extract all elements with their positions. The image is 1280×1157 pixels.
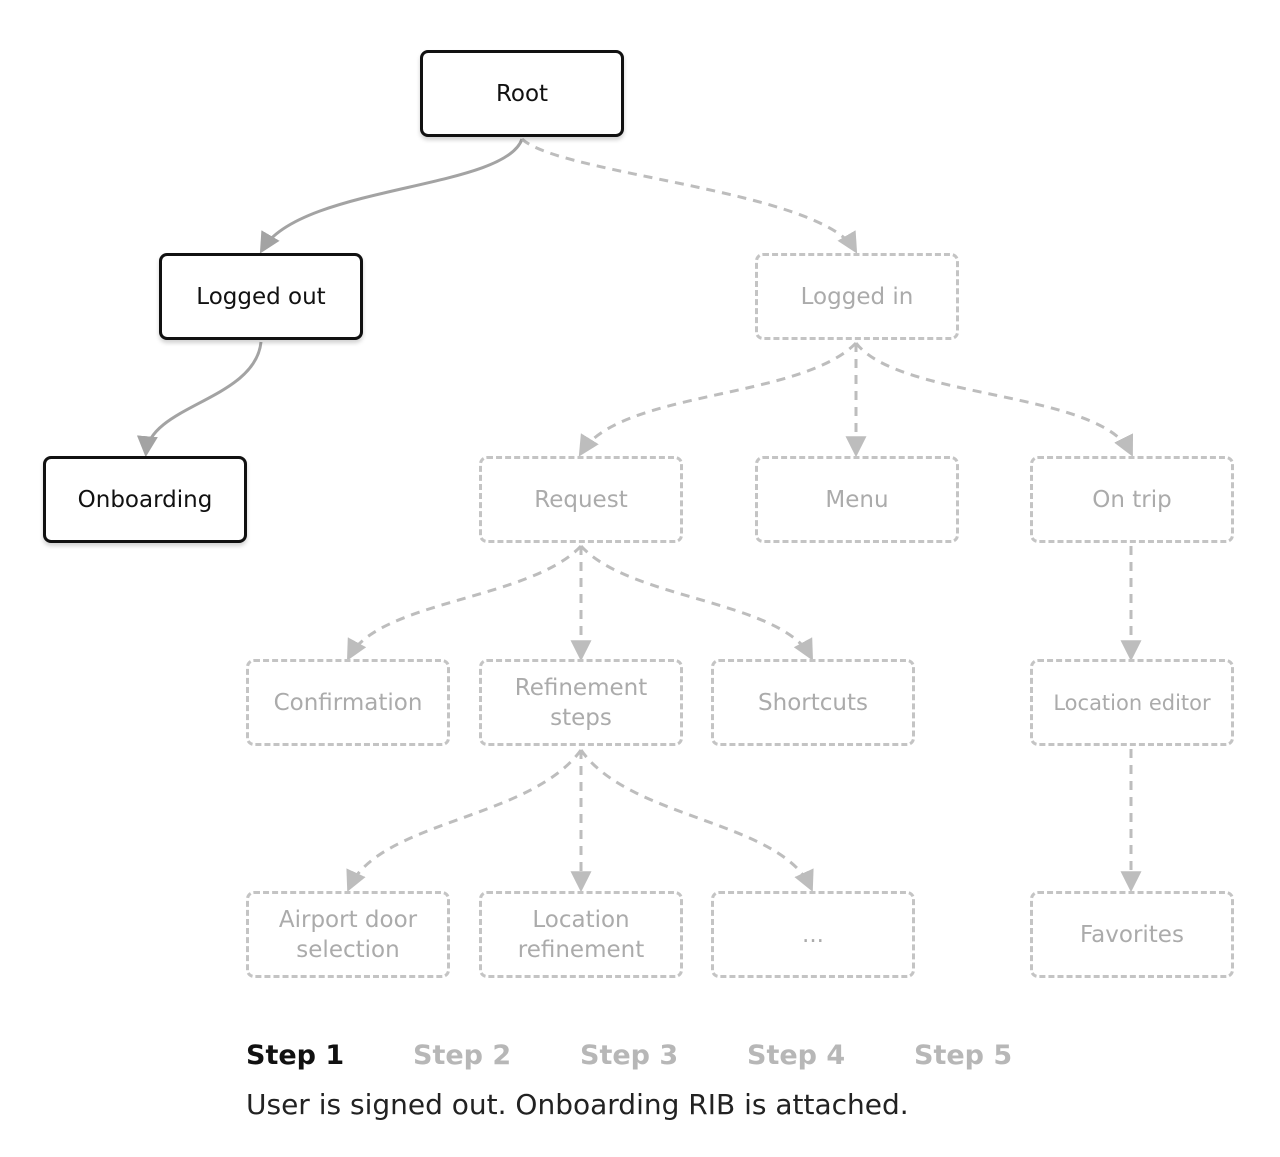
step-indicator: Step 1 Step 2 Step 3 Step 4 Step 5 <box>246 1040 1081 1071</box>
step-5[interactable]: Step 5 <box>914 1040 1013 1071</box>
node-logged-in-label: Logged in <box>800 283 914 310</box>
step-4[interactable]: Step 4 <box>747 1040 846 1071</box>
edge-root-logged-out <box>259 138 524 254</box>
node-menu-label: Menu <box>825 486 889 513</box>
edge-request-confirmation <box>346 544 583 661</box>
node-request: Request <box>479 456 683 543</box>
edge-request-shortcuts <box>579 544 814 661</box>
node-more-label: ... <box>802 921 824 948</box>
node-root-label: Root <box>495 80 549 107</box>
node-request-label: Request <box>534 486 628 513</box>
edge-refinement-airport-door <box>346 749 583 892</box>
edge-root-logged-in <box>520 137 858 254</box>
node-location-refinement: Location refinement <box>479 891 683 978</box>
node-logged-out: Logged out <box>159 253 363 340</box>
node-onboarding: Onboarding <box>43 456 247 543</box>
node-location-editor-label: Location editor <box>1053 690 1211 715</box>
node-confirmation: Confirmation <box>246 659 450 746</box>
node-onboarding-label: Onboarding <box>77 486 213 513</box>
step-caption: User is signed out. Onboarding RIB is at… <box>246 1088 909 1121</box>
node-location-editor: Location editor <box>1030 659 1234 746</box>
node-refinement-steps: Refinement steps <box>479 659 683 746</box>
step-1[interactable]: Step 1 <box>246 1040 345 1071</box>
step-3[interactable]: Step 3 <box>580 1040 679 1071</box>
node-refinement-steps-label: Refinement steps <box>514 674 648 731</box>
edge-logged-in-request <box>578 341 858 457</box>
edge-refinement-more <box>579 749 814 892</box>
edge-logged-in-on-trip <box>854 342 1133 457</box>
node-on-trip: On trip <box>1030 456 1234 543</box>
node-location-refinement-label: Location refinement <box>517 906 645 963</box>
node-root: Root <box>420 50 624 137</box>
node-menu: Menu <box>755 456 959 543</box>
node-more: ... <box>711 891 915 978</box>
node-logged-out-label: Logged out <box>196 283 326 310</box>
edge-logged-out-onboarding <box>136 341 263 458</box>
node-shortcuts-label: Shortcuts <box>758 689 868 716</box>
node-confirmation-label: Confirmation <box>273 689 423 716</box>
node-logged-in: Logged in <box>755 253 959 340</box>
node-favorites: Favorites <box>1030 891 1234 978</box>
node-airport-door-selection: Airport door selection <box>246 891 450 978</box>
node-favorites-label: Favorites <box>1080 921 1184 948</box>
node-shortcuts: Shortcuts <box>711 659 915 746</box>
node-airport-door-selection-label: Airport door selection <box>278 906 418 963</box>
node-on-trip-label: On trip <box>1092 486 1172 513</box>
step-2[interactable]: Step 2 <box>413 1040 512 1071</box>
